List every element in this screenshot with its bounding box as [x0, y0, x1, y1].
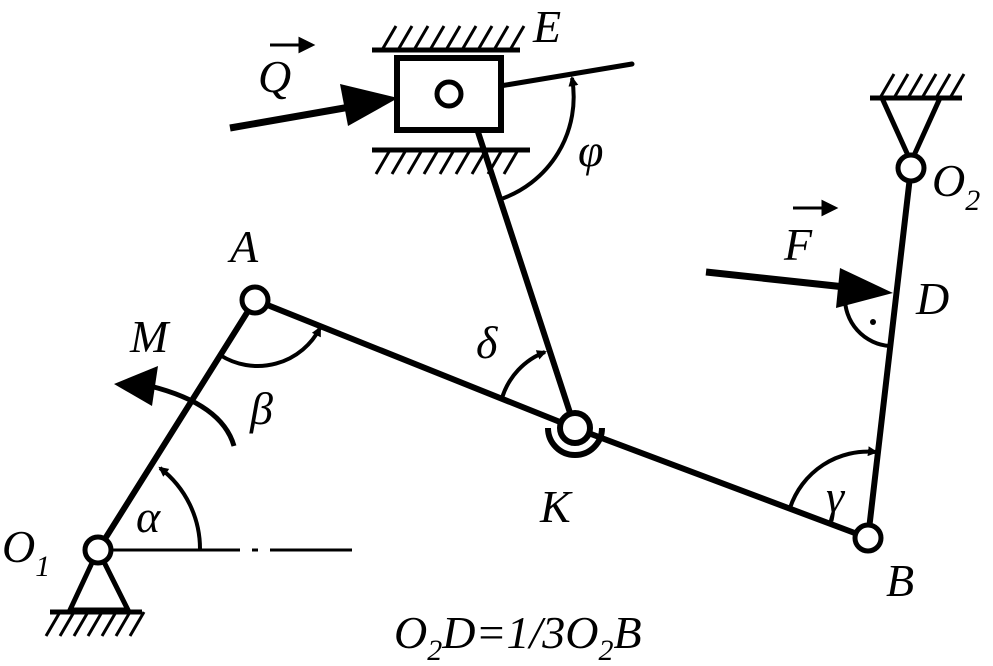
angle-delta-arc: [500, 350, 547, 399]
joint-o2: [895, 152, 927, 184]
link-b-o2: [865, 165, 914, 541]
label-gamma: γ: [826, 471, 846, 522]
label-alpha: α: [136, 491, 161, 542]
moment-m-arc: [114, 366, 237, 447]
label-o2: O2: [932, 155, 980, 217]
slider-line-e: [497, 61, 635, 89]
label-phi: φ: [578, 125, 603, 176]
label-b: B: [886, 555, 914, 606]
angle-arcs: [158, 76, 891, 551]
right-angle-arc: [842, 295, 891, 348]
link-k-b: [572, 425, 871, 541]
slider-guides-e: [372, 25, 530, 175]
label-beta: β: [249, 383, 273, 434]
angle-phi-arc: [497, 76, 579, 202]
label-d: D: [915, 273, 949, 324]
force-q-arrow: [229, 84, 398, 132]
joint-b: [852, 522, 884, 554]
angle-beta-arc: [218, 326, 322, 369]
ground-support-o2: [870, 73, 966, 169]
angle-gamma-arc: [788, 446, 878, 509]
angle-alpha-arc: [158, 466, 203, 551]
label-e: E: [532, 1, 561, 52]
joint-a: [239, 284, 271, 316]
link-a-k: [252, 297, 578, 431]
label-a: A: [227, 221, 259, 272]
joints: [82, 152, 927, 566]
joint-k: [545, 410, 605, 458]
links: [95, 61, 914, 553]
label-m: M: [129, 311, 171, 362]
force-f-arrow: [705, 268, 893, 308]
ground-support-o1: [44, 544, 146, 637]
vector-marks: [270, 36, 839, 217]
slider-block-e: [394, 55, 504, 133]
link-k-e: [475, 129, 578, 431]
right-angle-dot: [870, 319, 876, 325]
link-o1-a: [95, 297, 258, 553]
label-k: K: [539, 481, 573, 532]
label-o1: O1: [2, 521, 50, 583]
label-delta: δ: [476, 317, 498, 368]
joint-o1: [82, 534, 114, 566]
label-q: Q: [258, 51, 291, 102]
label-f: F: [783, 219, 813, 270]
caption-relation: O2D=1/3O2B: [394, 607, 642, 666]
